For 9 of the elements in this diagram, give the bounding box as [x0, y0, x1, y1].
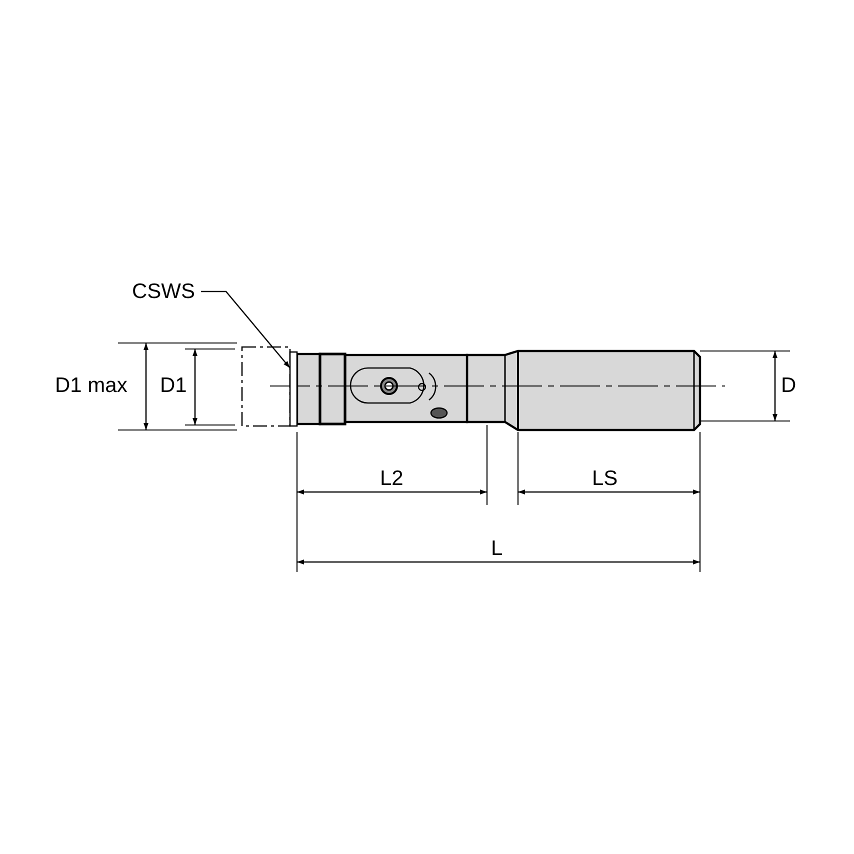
dimension-label: L2: [380, 468, 404, 489]
dimension-label: D: [781, 375, 796, 396]
dimension-label: D1: [160, 375, 187, 396]
leader-line: [201, 290, 290, 368]
dimension-label: LS: [592, 468, 618, 489]
dimension-label: D1 max: [55, 375, 128, 396]
seat-face: [289, 351, 298, 427]
dimension-label: L: [491, 538, 503, 559]
callout-label: CSWS: [132, 281, 195, 302]
